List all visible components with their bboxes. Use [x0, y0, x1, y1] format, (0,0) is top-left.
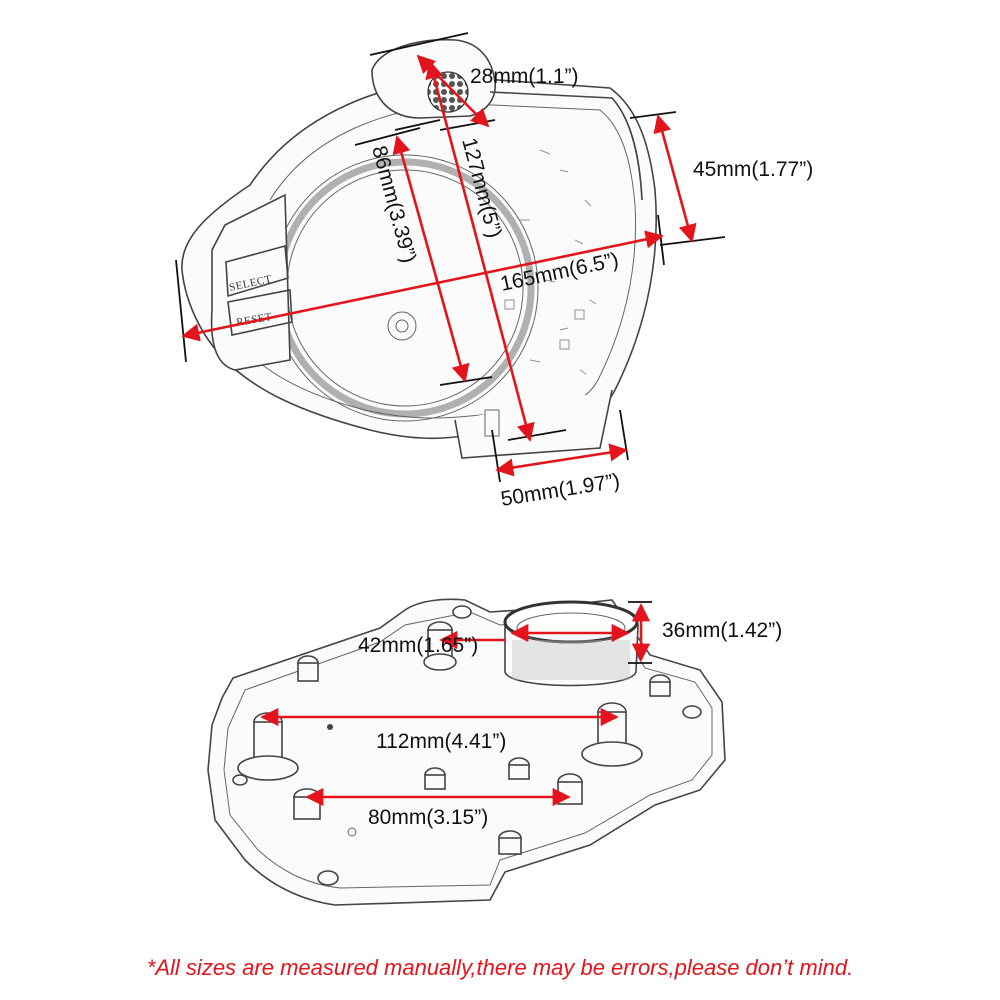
connector-height-label: 36mm(1.42”) — [662, 619, 782, 642]
narrow-mount-label: 80mm(3.15”) — [368, 806, 488, 829]
wide-mount-label: 112mm(4.41”) — [376, 730, 506, 753]
post-spacing-label: 42mm(1.65”) — [358, 634, 478, 657]
gauge-front-view: SELECT RESET — [181, 38, 657, 459]
disclaimer-note: *All sizes are measured manually,there m… — [146, 955, 854, 980]
rear-connector — [503, 600, 639, 687]
sensor-width-label: 28mm(1.1”) — [470, 65, 579, 88]
right-side-label: 45mm(1.77”) — [693, 158, 813, 181]
bottom-tab-label: 50mm(1.97”) — [499, 469, 621, 511]
top-dimension-lines — [175, 32, 726, 483]
mounting-posts — [232, 605, 702, 886]
bottom-dimension-lines — [260, 601, 652, 807]
